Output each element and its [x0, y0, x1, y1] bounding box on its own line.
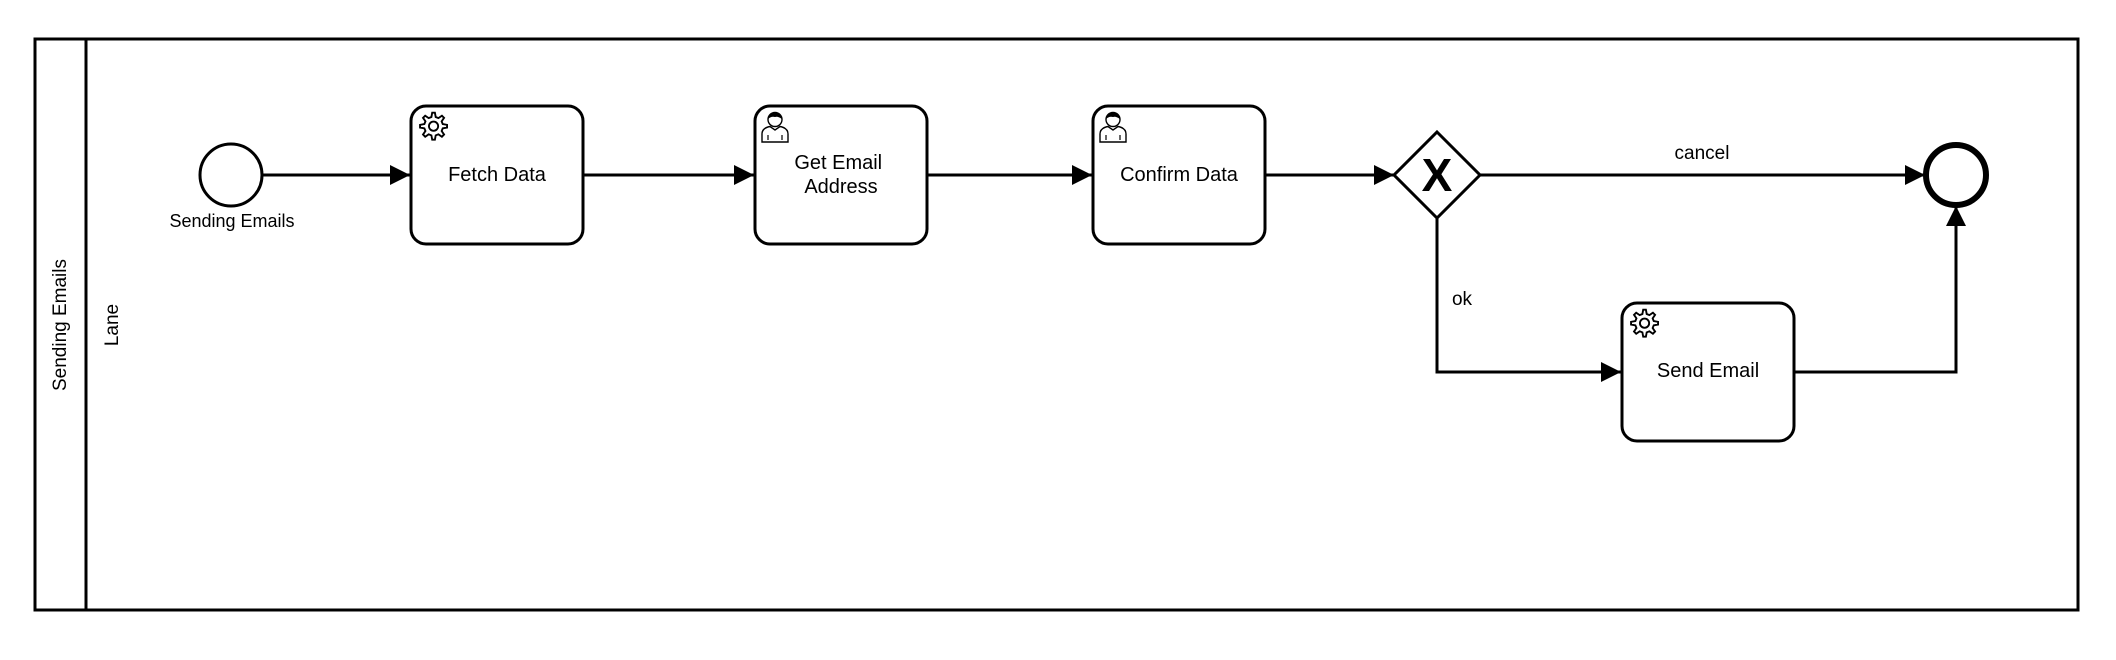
gear-icon	[419, 111, 448, 141]
task-get-email-address-line-2: Address	[804, 176, 877, 198]
sequence-flows	[263, 165, 1966, 382]
start-event-label: Sending Emails	[169, 211, 294, 231]
flow-label-ok: ok	[1452, 289, 1473, 310]
gear-icon	[1630, 308, 1659, 338]
lane[interactable]: Lane	[102, 304, 123, 346]
task-fetch-data[interactable]: Fetch Data	[409, 104, 585, 246]
end-event[interactable]	[1923, 142, 1989, 208]
task-get-email-address-label: Get Email Address	[794, 152, 887, 198]
task-get-email-address-line-1: Get Email	[794, 152, 882, 174]
start-event[interactable]	[198, 142, 264, 208]
exclusive-gateway[interactable]: X	[1391, 129, 1483, 221]
task-confirm-data-label: Confirm Data	[1120, 164, 1239, 186]
task-send-email-label: Send Email	[1657, 360, 1759, 382]
task-fetch-data-label: Fetch Data	[448, 164, 547, 186]
gateway-marker: X	[1422, 149, 1453, 201]
flow-label-cancel: cancel	[1675, 143, 1730, 164]
task-confirm-data[interactable]: Confirm Data	[1091, 104, 1267, 246]
task-get-email-address[interactable]: Get Email Address	[753, 104, 929, 246]
lane-label: Lane	[102, 304, 123, 346]
flow-gateway-ok[interactable]	[1435, 218, 1621, 382]
pool[interactable]: Sending Emails	[33, 37, 2080, 612]
pool-label: Sending Emails	[50, 259, 71, 391]
flow-send-to-end[interactable]	[1794, 206, 1966, 374]
task-send-email[interactable]: Send Email	[1620, 301, 1796, 443]
